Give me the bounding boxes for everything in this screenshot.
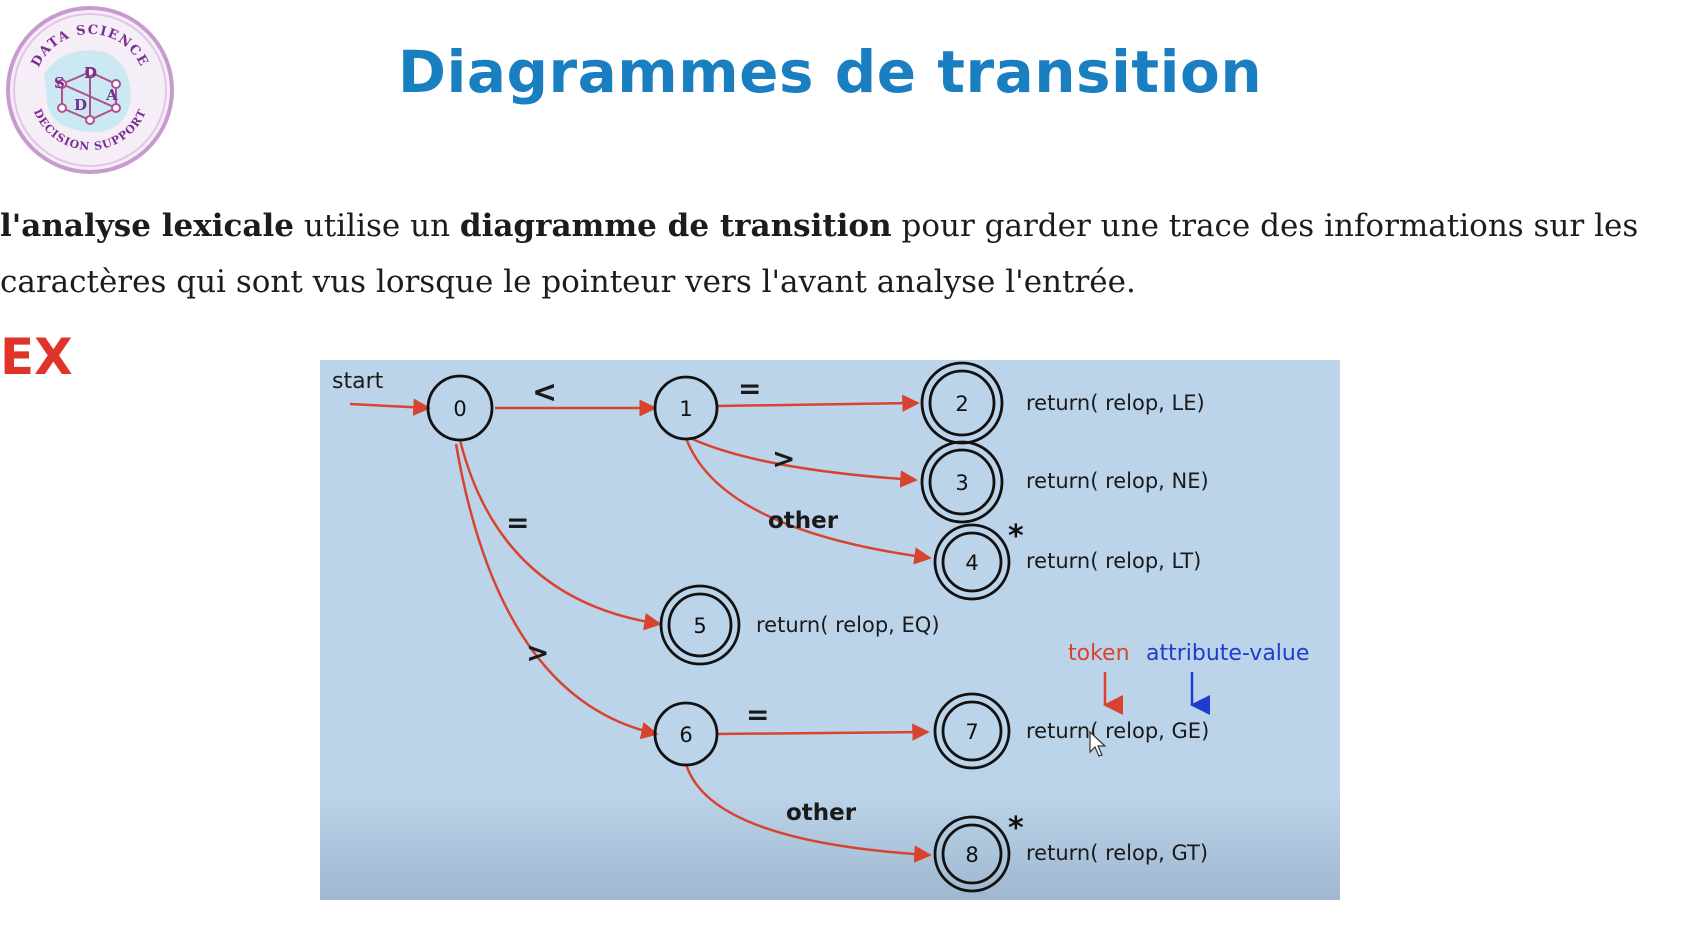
- state-8-retract-star: *: [1008, 811, 1024, 846]
- edge-label-6-8: other: [786, 800, 857, 826]
- intro-text-2: pour garder une trace des informations s…: [0, 208, 1639, 300]
- state-3-outer: [920, 440, 1004, 524]
- state-0-label: 0: [453, 397, 466, 421]
- state-6: [653, 701, 719, 767]
- diagram-background: [320, 360, 1340, 900]
- edge-0-5: [458, 439, 662, 631]
- state-3-label: 3: [955, 471, 968, 495]
- edge-label-1-3: >: [772, 442, 795, 475]
- edge-6-7: [715, 723, 930, 741]
- start-label: start: [332, 369, 384, 394]
- page-title: Diagrammes de transition: [397, 38, 1263, 106]
- edge-label-0-1: <: [532, 375, 557, 410]
- state-6-label: 6: [679, 723, 692, 747]
- edge-0-6: [454, 443, 659, 740]
- edge-label-1-2: =: [738, 372, 761, 405]
- state-1-label: 1: [679, 397, 692, 421]
- state-0: [426, 374, 494, 442]
- edge-6-8: [684, 763, 932, 863]
- state-5-label: 5: [693, 614, 706, 638]
- return-label-2: return( relop, LE): [1026, 391, 1205, 415]
- state-4-retract-star: *: [1008, 519, 1024, 554]
- logo-letter-d1: D: [84, 64, 97, 82]
- return-label-5: return( relop, EQ): [756, 613, 940, 637]
- example-label: EX: [0, 328, 73, 386]
- intro-term-transition-diagram: diagramme de transition: [459, 208, 892, 244]
- transition-edges: [454, 394, 932, 863]
- return-label-3: return( relop, NE): [1026, 469, 1209, 493]
- edge-label-1-4: other: [768, 508, 839, 534]
- legend-token: token: [1068, 641, 1130, 666]
- edge-1-2: [715, 394, 920, 412]
- state-1: [653, 375, 719, 441]
- logo-letter-a: A: [105, 86, 118, 104]
- mouse-cursor-icon: [1089, 730, 1107, 757]
- state-7-label: 7: [965, 720, 978, 744]
- edge-1-3: [689, 436, 918, 488]
- state-8-outer: [933, 815, 1011, 893]
- return-label-8: return( relop, GT): [1026, 841, 1208, 865]
- state-4-label: 4: [965, 551, 978, 575]
- state-2-label: 2: [955, 392, 968, 416]
- state-5-outer: [659, 584, 741, 666]
- intro-term-lexical-analysis: l'analyse lexicale: [0, 208, 294, 244]
- legend-attribute-value: attribute-value: [1146, 641, 1309, 666]
- state-8-label: 8: [965, 843, 978, 867]
- start-arrow: [349, 398, 431, 416]
- edge-label-0-5: =: [506, 506, 529, 539]
- transition-diagram: start < = > other = > = other: [320, 360, 1340, 900]
- intro-text-1: utilise un: [293, 208, 460, 244]
- edge-1-4: [684, 437, 932, 565]
- intro-paragraph: l'analyse lexicale utilise un diagramme …: [0, 198, 1670, 310]
- edge-label-0-6: >: [526, 636, 549, 669]
- logo-letter-d2: D: [74, 96, 87, 114]
- edge-label-6-7: =: [746, 698, 769, 731]
- data-science-logo: S D D A DATA SCIENCE DECISION SUPPORT: [6, 6, 174, 174]
- logo-letter-s: S: [54, 74, 65, 92]
- state-4-outer: [933, 523, 1011, 601]
- return-label-4: return( relop, LT): [1026, 549, 1201, 573]
- state-7-outer: [933, 692, 1011, 770]
- return-label-7: return( relop, GE): [1026, 719, 1209, 743]
